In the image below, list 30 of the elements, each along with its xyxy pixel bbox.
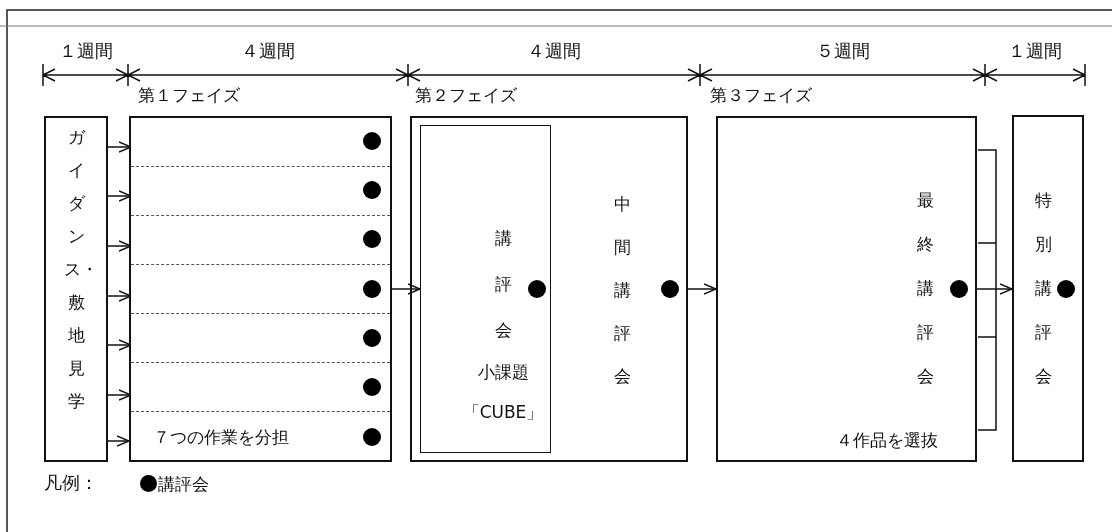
duration-label: ４週間 <box>526 40 582 62</box>
legend-text: 講評会 <box>158 473 209 495</box>
arrow <box>976 283 1013 295</box>
arrow <box>107 240 132 252</box>
duration-label: １週間 <box>57 40 114 62</box>
review-text: 中間講評会 <box>612 193 632 388</box>
arrow <box>687 283 717 295</box>
arrow <box>391 283 421 295</box>
review-box <box>1012 115 1084 462</box>
arrow <box>107 190 132 202</box>
selection-text: ４作品を選抜 <box>835 429 939 451</box>
review-text: 最終講評会 <box>915 189 935 388</box>
task-text: ７つの作業を分担 <box>153 426 290 448</box>
phase-heading: 第１フェイズ <box>138 84 241 106</box>
phase-heading: 第３フェイズ <box>710 84 813 106</box>
subtask-text: 小課題「CUBE」 <box>461 361 545 424</box>
legend-title: 凡例： <box>44 472 99 494</box>
review-text: 特別講評会 <box>1033 189 1053 388</box>
duration-label: １週間 <box>1007 40 1063 62</box>
arrow <box>107 339 132 351</box>
arrow <box>107 389 132 401</box>
duration-label: ４週間 <box>240 40 296 62</box>
arrow <box>107 141 132 153</box>
subtask-box <box>420 125 551 453</box>
guidance-box <box>44 116 108 462</box>
arrow <box>107 290 132 302</box>
arrow <box>107 435 130 447</box>
phase-heading: 第２フェイズ <box>415 84 518 106</box>
duration-label: ５週間 <box>814 40 871 62</box>
review-text: 講評会 <box>493 227 513 342</box>
